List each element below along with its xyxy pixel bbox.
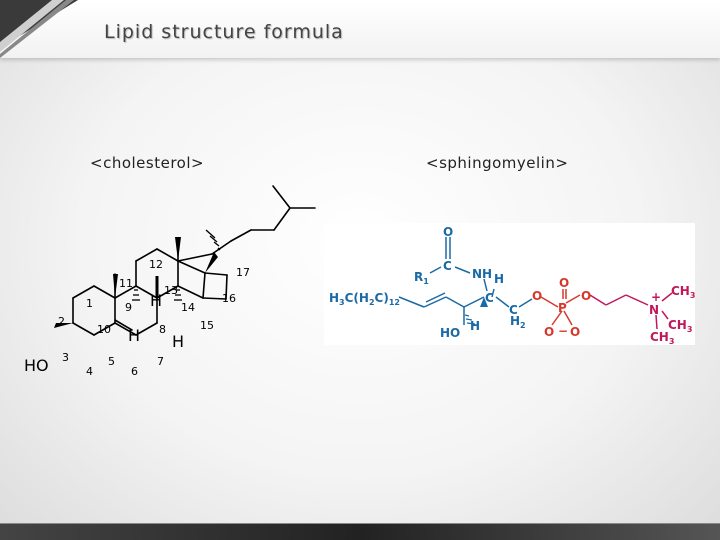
footer-bar bbox=[0, 523, 720, 540]
corner-decoration bbox=[0, 0, 78, 58]
locant: 17 bbox=[236, 266, 250, 279]
locant: 1 bbox=[86, 297, 93, 310]
atom-o-carbonyl: O bbox=[443, 225, 453, 239]
methyl-mid: CH3 bbox=[668, 318, 692, 334]
locant: 14 bbox=[181, 301, 195, 314]
atom-o-link2: O bbox=[581, 289, 591, 303]
locant: 7 bbox=[157, 355, 164, 368]
locant: 10 bbox=[97, 323, 111, 336]
charge-minus: − bbox=[558, 324, 568, 338]
atom-h-bottom: H bbox=[470, 319, 480, 333]
sphingomyelin-structure: O C R1 NH H H3C(H2C)12 C C H2 HO H O P O… bbox=[329, 225, 695, 345]
locant: 16 bbox=[222, 292, 236, 305]
methyl-top: CH3 bbox=[671, 284, 695, 300]
atom-o-link1: O bbox=[532, 289, 542, 303]
locant: 3 bbox=[62, 351, 69, 364]
h-label: H bbox=[150, 291, 162, 310]
locant: 4 bbox=[86, 365, 93, 378]
atom-n: N bbox=[649, 303, 659, 317]
charge-plus: + bbox=[651, 290, 661, 304]
r1-group: R1 bbox=[414, 270, 429, 286]
atom-c-carbonyl: C bbox=[443, 259, 452, 273]
locant: 13 bbox=[164, 284, 178, 297]
atom-o-p-right: O bbox=[570, 325, 580, 339]
ho-label: HO bbox=[24, 356, 49, 375]
locant: 9 bbox=[125, 301, 132, 314]
locant: 2 bbox=[58, 315, 65, 328]
locant: 12 bbox=[149, 258, 163, 271]
atom-c-ch2: C bbox=[509, 303, 518, 317]
h-label: H bbox=[172, 332, 184, 351]
atom-o-p-left: O bbox=[544, 325, 554, 339]
atom-p: P bbox=[558, 301, 567, 315]
atom-h-nh: H bbox=[494, 272, 504, 286]
cholesterol-structure: H H H HO 1 2 3 4 5 6 7 8 9 10 11 12 13 1… bbox=[24, 185, 316, 378]
hydrocarbon-tail: H3C(H2C)12 bbox=[329, 291, 400, 307]
atom-h2: H2 bbox=[510, 314, 526, 330]
h-label: H bbox=[128, 326, 140, 345]
locant: 8 bbox=[159, 323, 166, 336]
atom-c-central: C bbox=[485, 291, 494, 305]
slide-title: Lipid structure formula bbox=[104, 21, 344, 43]
atom-o-p-top: O bbox=[559, 276, 569, 290]
locant: 15 bbox=[200, 319, 214, 332]
title-bar: Lipid structure formula bbox=[0, 0, 720, 58]
cholesterol-caption: <cholesterol> bbox=[90, 154, 205, 172]
locant: 6 bbox=[131, 365, 138, 378]
methyl-bottom: CH3 bbox=[650, 330, 674, 345]
atom-nh: NH bbox=[472, 267, 492, 281]
sphingomyelin-panel: O C R1 NH H H3C(H2C)12 C C H2 HO H O P O… bbox=[324, 223, 695, 345]
locant: 5 bbox=[108, 355, 115, 368]
sphingomyelin-caption: <sphingomyelin> bbox=[426, 154, 569, 172]
locant: 11 bbox=[119, 277, 133, 290]
hydroxyl-group: HO bbox=[440, 326, 460, 340]
